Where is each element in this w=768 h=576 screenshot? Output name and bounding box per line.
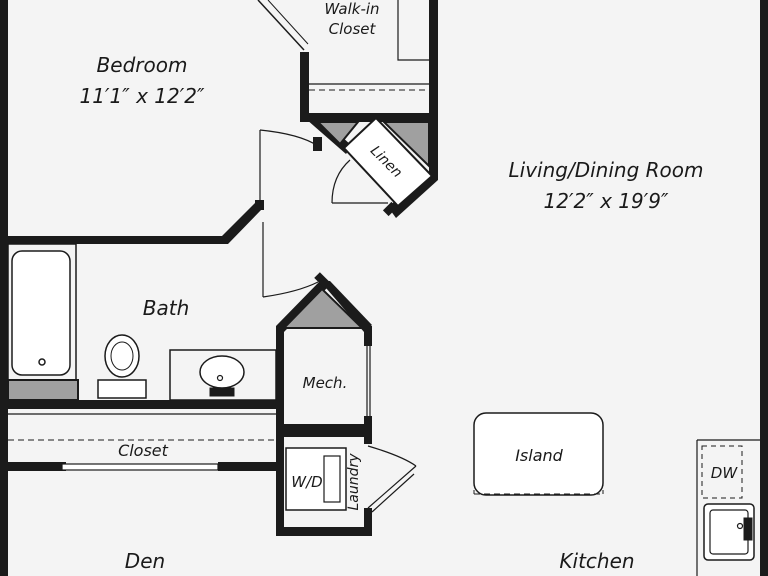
walk-in-closet (257, 0, 429, 91)
closet-bottom-wall-right (218, 462, 284, 471)
laundry-door-leaf (367, 465, 417, 509)
laundry-door-leaf-inner (371, 473, 415, 513)
tub-ledge-shade (7, 379, 79, 401)
bedroom-wall-bottom (0, 203, 262, 244)
linen-shade-right (381, 121, 430, 169)
toilet-tank (97, 379, 147, 399)
linen-wall-stub-right (429, 118, 438, 180)
kitchen-label: Kitchen (559, 549, 634, 573)
living-dining-size: 12′2″ x 19′9″ (544, 189, 669, 213)
mech-shade (281, 287, 365, 329)
mech-label: Mech. (303, 374, 348, 392)
linen-wall-diag-right (388, 172, 438, 218)
laundry (285, 447, 347, 511)
sink-faucet (209, 387, 235, 397)
closet-wall-right (429, 0, 438, 122)
bathtub (11, 250, 71, 376)
kitchen-sink-drain (736, 522, 744, 530)
linen-box (342, 116, 434, 208)
mech-wall-diag-left (276, 281, 327, 333)
laundry-wall-right (364, 508, 372, 536)
walk-in-closet-label-line2: Closet (329, 20, 377, 38)
mech-wall-diag-right (320, 281, 372, 332)
washer-dryer (285, 447, 347, 511)
shaded-areas (7, 121, 430, 401)
exterior-wall-left (0, 0, 8, 576)
doors (259, 129, 417, 513)
closet-door-diagonal-inner (267, 0, 309, 45)
dw-label: DW (711, 464, 739, 482)
bath-wall-bottom (0, 400, 284, 409)
closet-sliding-door (61, 463, 219, 471)
kitchen-faucet (743, 517, 753, 541)
tub-enclosure (7, 243, 77, 381)
sink-drain (216, 374, 224, 382)
bath-door-swing (262, 281, 319, 298)
den-label: Den (125, 549, 165, 573)
exterior-wall-right (760, 0, 768, 576)
bedroom-door-jamb-top (313, 137, 322, 151)
closet-door-diagonal (257, 0, 305, 51)
dishwasher (701, 445, 743, 499)
mech-wall-right (364, 326, 372, 346)
bedroom-door-swing (259, 129, 319, 147)
closet-wall-bottom (300, 113, 438, 122)
tub-drain (38, 358, 46, 366)
closet-bottom-wall-left (0, 462, 66, 471)
closet-wall-left (300, 52, 309, 122)
mech-wall-bottom (276, 424, 372, 437)
linen-door-swing (331, 159, 351, 204)
island-label: Island (515, 446, 563, 465)
living-dining-label: Living/Dining Room (509, 158, 704, 182)
hall-closet (8, 413, 276, 471)
island (473, 412, 604, 496)
kitchen-sink (703, 503, 755, 561)
vanity-sink (199, 355, 245, 389)
toilet-seat-inner (110, 341, 134, 371)
walk-in-closet-label-line1: Walk-in (324, 0, 379, 18)
wd-label: W/D (291, 473, 322, 491)
laundry-door-swing (367, 445, 417, 467)
kitchen-counter (696, 439, 760, 576)
bedroom-label: Bedroom (97, 53, 188, 77)
bath-fixtures (7, 243, 277, 401)
labels: Walk-in Closet Bedroom 11′1″ x 12′2″ Lin… (80, 0, 739, 573)
door-pivot (382, 201, 398, 217)
bedroom-size: 11′1″ x 12′2″ (80, 84, 205, 108)
laundry-wall-bottom (276, 527, 372, 536)
closet-shelf-right (397, 0, 429, 61)
bath-label: Bath (143, 296, 190, 320)
linen-shade-left (315, 121, 361, 146)
laundry-label: Laundry (346, 453, 362, 511)
door-pivot (314, 272, 330, 288)
linen-closet (342, 116, 434, 208)
closet-label: Closet (118, 441, 169, 460)
washer-dryer-inner (323, 455, 341, 503)
